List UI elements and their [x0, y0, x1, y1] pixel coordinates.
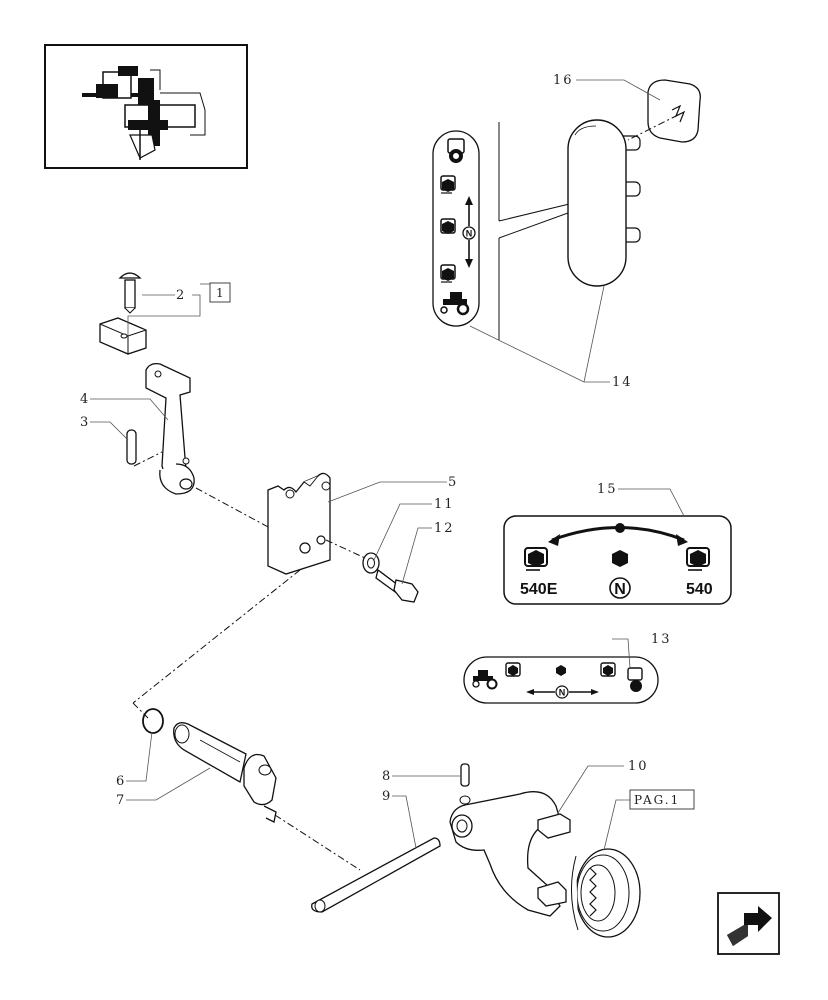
vertical-shift-arrow-icon: N [462, 196, 476, 268]
shift-fork [449, 791, 571, 917]
label-neutral: N [614, 581, 626, 598]
gear-icon-top [440, 175, 456, 194]
cover-plate [627, 79, 701, 143]
pto-speed-decal: 540E N 540 [503, 515, 732, 605]
gear-icon-neutral [612, 550, 628, 567]
leader-lines [90, 79, 685, 851]
callout-6: 6 [116, 774, 126, 789]
callout-15: 15 [597, 482, 618, 497]
shift-rod [311, 837, 441, 913]
gear-icon-540 [686, 547, 710, 571]
label-540: 540 [686, 581, 713, 598]
roll-pin [459, 763, 471, 805]
callout-4: 4 [80, 392, 90, 407]
bolt [375, 568, 419, 603]
callout-10: 10 [628, 759, 649, 774]
callout-14: 14 [612, 375, 633, 390]
reference-box-1: 1 [209, 282, 231, 303]
tractor-icon [440, 292, 470, 316]
callout-11: 11 [434, 497, 455, 512]
mounting-plate [267, 472, 331, 575]
neutral-label-small: N [466, 229, 473, 239]
selector-lever [145, 362, 195, 495]
coupling-sleeve [570, 848, 641, 938]
neutral-label-13: N [559, 688, 566, 698]
selector-shaft [173, 722, 277, 823]
label-540e: 540E [520, 581, 558, 598]
ref-box-1-label: 1 [216, 286, 226, 300]
o-ring [142, 708, 164, 734]
pto-switch-housing [567, 119, 641, 287]
washer [362, 552, 380, 574]
tractor-icon-small [472, 670, 498, 690]
retaining-block [99, 317, 147, 355]
callout-12: 12 [434, 521, 455, 536]
callout-5: 5 [448, 475, 458, 490]
screw [118, 272, 142, 314]
horizontal-console-decal: N [463, 656, 659, 704]
pin [126, 429, 137, 465]
next-page-arrow-icon[interactable] [717, 892, 780, 955]
ref-box-pag1-label: PAG.1 [634, 793, 680, 807]
callout-3: 3 [80, 415, 90, 430]
pto-engage-icon [447, 138, 465, 163]
callout-9: 9 [382, 789, 392, 804]
callout-numbers: 16 14 2 4 3 5 11 12 15 13 6 7 8 9 10 [80, 73, 672, 808]
callout-7: 7 [116, 793, 126, 808]
callout-2: 2 [176, 288, 186, 303]
callout-13: 13 [651, 632, 672, 647]
console-decal-vertical: N [432, 130, 480, 327]
reference-box-pag1[interactable]: PAG.1 [629, 789, 695, 810]
gear-icon-bottom [440, 264, 456, 283]
callout-16: 16 [553, 73, 574, 88]
callout-8: 8 [382, 769, 392, 784]
gear-icon-540e [524, 547, 548, 571]
gear-icon-middle [440, 218, 456, 234]
gearbox-thumbnail-icon [44, 44, 248, 169]
